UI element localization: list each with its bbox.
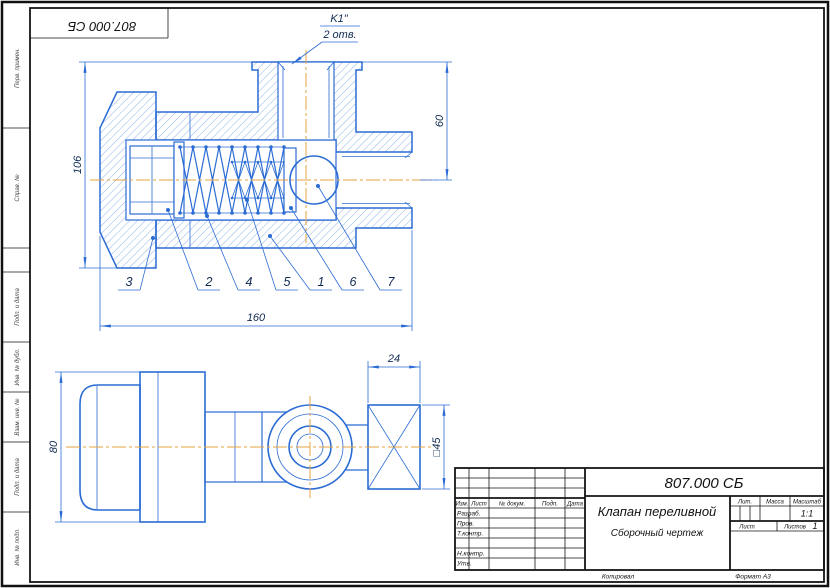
copied-label: Копировал: [602, 574, 635, 581]
part-number-6: 6: [350, 275, 357, 289]
margin-label-inv-podl: Инв. № подл.: [14, 528, 21, 565]
col-izm: Изм.: [456, 502, 469, 508]
part-number-3: 3: [126, 275, 133, 289]
outer-spring: [178, 145, 286, 215]
doc-number-stamp: 807.000 СБ: [67, 19, 136, 34]
side-view-cap: [79, 384, 141, 511]
part-number-2: 2: [205, 275, 213, 289]
col-data: Дата: [566, 502, 583, 508]
row-prov: Пров.: [457, 521, 474, 528]
masshtab-label: Масштаб: [793, 500, 822, 506]
dim-flange-thickness: 24: [387, 353, 400, 365]
margin-label-inv-dubl: Инв. № дубл.: [14, 349, 21, 386]
list-label: Лист: [738, 525, 754, 531]
margin-label-podp-data-1: Подп. и дата: [15, 288, 21, 326]
part-number-4: 4: [246, 275, 253, 289]
part-number-callouts: 3 2 4 5 1 6 7: [118, 184, 402, 291]
side-view-dimensions: 80 24 □45: [48, 353, 450, 523]
lit-label: Лит.: [737, 500, 752, 506]
margin-label-sprav-no: Справ. №: [14, 174, 21, 202]
dim-overall-height: 106: [72, 155, 84, 174]
dim-square-size: □45: [431, 437, 443, 457]
side-view: [66, 371, 434, 523]
part-number-1: 1: [318, 275, 325, 289]
dim-overall-length: 160: [247, 312, 266, 324]
format-label: Формат А3: [735, 574, 771, 581]
listov-label: Листов: [783, 525, 806, 531]
title-block-subtitle: Сборочный чертеж: [611, 527, 705, 539]
col-doc: № докум.: [499, 501, 525, 508]
main-section-view: [90, 50, 436, 269]
row-nkontr: Н.контр.: [457, 551, 485, 558]
title-block-doc-number: 807.000 СБ: [665, 475, 744, 492]
margin-label-perv-primen: Перв. примен.: [15, 48, 21, 88]
dim-side-height: 80: [48, 440, 60, 453]
row-tkontr: Т.контр.: [457, 531, 483, 538]
margin-label-vzam-inv: Взам. инв. №: [14, 398, 21, 436]
massa-label: Масса: [766, 500, 784, 506]
part-number-7: 7: [388, 275, 396, 289]
holes-note: 2 отв.: [322, 29, 356, 41]
masshtab-value: 1:1: [801, 509, 814, 519]
col-podp: Подп.: [542, 502, 558, 508]
part-number-5: 5: [284, 275, 291, 289]
title-block-title: Клапан переливной: [598, 504, 717, 519]
main-view-dimensions: 106 160 60 K1" 2 отв.: [72, 13, 452, 331]
row-razrab: Разраб.: [457, 510, 481, 518]
margin-label-podp-data-2: Подп. и дата: [15, 458, 21, 496]
thread-callout: K1": [330, 13, 348, 25]
listov-value: 1: [812, 521, 817, 531]
inner-spring: [230, 160, 286, 200]
margin-labels: Перв. примен. Справ. № Подп. и дата Инв.…: [14, 48, 21, 566]
title-block: 807.000 СБ Клапан переливной Сборочный ч…: [454, 467, 825, 581]
col-list: Лист: [470, 502, 486, 508]
row-utv: Утв.: [456, 561, 472, 568]
dim-port-height: 60: [434, 114, 446, 127]
